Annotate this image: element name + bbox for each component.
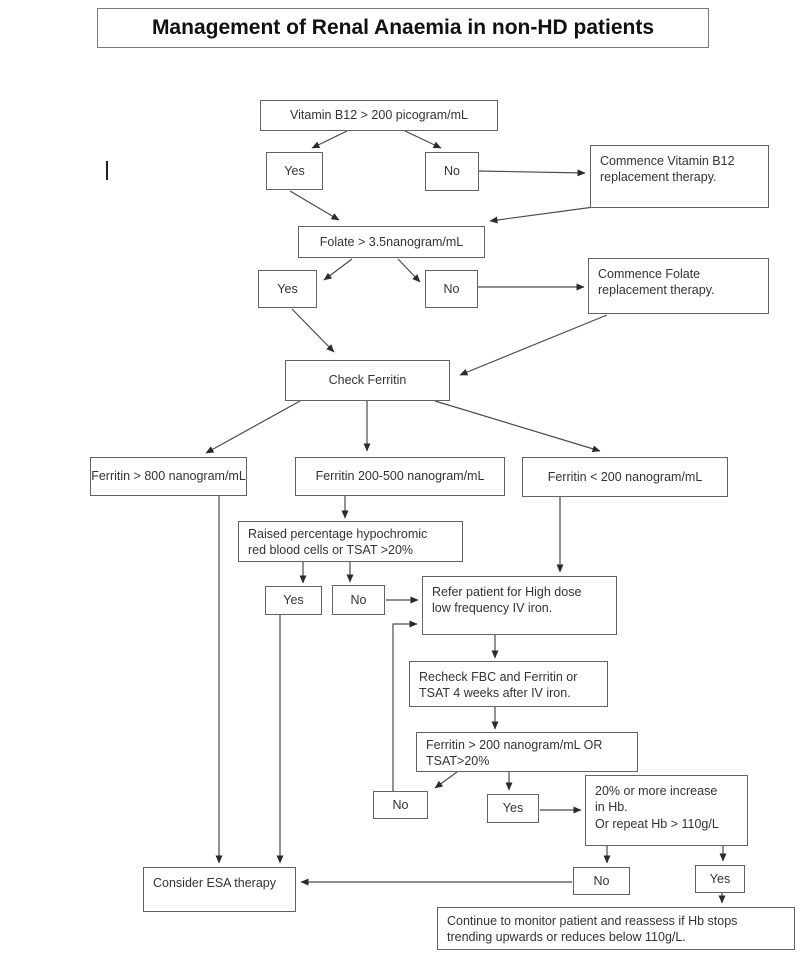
node-recheck-fbc: Recheck FBC and Ferritin or TSAT 4 weeks… — [409, 661, 608, 707]
node-b12-yes: Yes — [266, 152, 323, 190]
node-commence-folate: Commence Folate replacement therapy. — [588, 258, 769, 314]
connector-commence-b12-to-folate — [489, 206, 595, 224]
node-folate-question: Folate > 3.5nanogram/mL — [298, 226, 485, 258]
connector-ferritin-recheck-to-no — [434, 771, 458, 789]
node-hb-yes: Yes — [695, 865, 745, 893]
node-check-ferritin: Check Ferritin — [285, 360, 450, 401]
connector-commence-folate-to-check-ferritin — [459, 314, 608, 376]
node-monitor: Continue to monitor patient and reassess… — [437, 907, 795, 950]
connector-folate-to-no — [397, 258, 421, 283]
connector-recheckno-loop-to-refer — [392, 620, 418, 791]
connector-folateyes-to-check-ferritin — [291, 308, 335, 353]
node-consider-esa: Consider ESA therapy — [143, 867, 296, 912]
cursor-artifact — [106, 161, 108, 180]
node-ferritin-high: Ferritin > 800 nanogram/mL — [90, 457, 247, 496]
node-vitamin-b12-question: Vitamin B12 > 200 picogram/mL — [260, 100, 498, 131]
node-hb-no: No — [573, 867, 630, 895]
node-ferritin-mid: Ferritin 200-500 nanogram/mL — [295, 457, 505, 496]
node-recheck-yes: Yes — [487, 794, 539, 823]
node-ferritin-recheck: Ferritin > 200 nanogram/mL OR TSAT>20% — [416, 732, 638, 772]
node-raised-no: No — [332, 585, 385, 615]
node-raised-yes: Yes — [265, 586, 322, 615]
connector-b12-to-no — [404, 130, 442, 149]
node-folate-yes: Yes — [258, 270, 317, 308]
node-recheck-no: No — [373, 791, 428, 819]
connector-check-to-ferritin-low — [434, 400, 601, 453]
connector-folate-to-yes — [323, 258, 353, 281]
node-b12-no: No — [425, 152, 479, 191]
node-hb-increase: 20% or more increase in Hb. Or repeat Hb… — [585, 775, 748, 846]
node-refer-iron: Refer patient for High dose low frequenc… — [422, 576, 617, 635]
connector-check-to-ferritin-high — [205, 400, 301, 454]
connector-b12no-to-commence-b12 — [478, 169, 586, 177]
node-ferritin-low: Ferritin < 200 nanogram/mL — [522, 457, 728, 497]
connector-b12-to-yes — [311, 130, 348, 149]
node-folate-no: No — [425, 270, 478, 308]
node-commence-b12: Commence Vitamin B12 replacement therapy… — [590, 145, 769, 208]
page-title: Management of Renal Anaemia in non-HD pa… — [97, 8, 709, 48]
connector-b12yes-to-folate — [289, 190, 340, 221]
node-raised-rbc: Raised percentage hypochromic red blood … — [238, 521, 463, 562]
